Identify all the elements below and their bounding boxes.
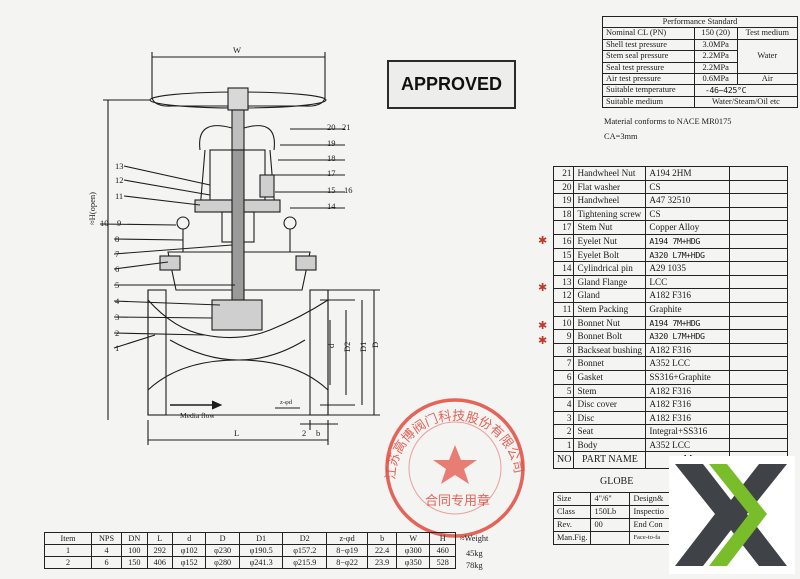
perf-label: Seal test pressure — [602, 61, 695, 75]
callout-5: 5 — [115, 280, 119, 290]
b-dim-label: b — [316, 428, 320, 438]
perf-label: Suitable medium — [602, 95, 695, 109]
callout-16: 16 — [344, 185, 353, 195]
two-label: 2 — [302, 428, 306, 438]
callout-1: 1 — [115, 343, 119, 353]
callout-20: 20 — [327, 122, 336, 132]
perf-value: 3.0MPa — [693, 38, 738, 52]
zd-label: z-φd — [280, 399, 293, 406]
star-mark: ✱ — [538, 282, 548, 294]
callout-17: 17 — [327, 168, 336, 178]
performance-table: Performance Standard Nominal CL (PN) 150… — [602, 15, 799, 109]
perf-label: Suitable temperature — [602, 84, 695, 97]
w-dim-label: W — [233, 45, 241, 55]
perf-value: -46~425°C — [693, 84, 799, 97]
dd-dim-label: D — [370, 342, 380, 348]
d-dim-label: d — [326, 343, 336, 348]
weight-value: 78kg — [466, 561, 483, 570]
callout-14: 14 — [327, 201, 336, 211]
callout-10: 10 — [100, 218, 109, 228]
callout-13: 13 — [115, 161, 124, 171]
perf-label: Air test pressure — [602, 73, 695, 86]
callout-15: 15 — [327, 185, 336, 195]
star-mark: ✱ — [538, 320, 548, 332]
d1-dim-label: D1 — [358, 342, 368, 352]
callout-6: 6 — [115, 264, 119, 274]
perf-value: 0.6MPa — [693, 73, 738, 86]
seal-inner-text: 合同专用章 — [425, 493, 490, 509]
callout-2: 2 — [115, 328, 119, 338]
x-logo-icon — [675, 464, 787, 566]
perf-medium: Air — [736, 73, 799, 86]
d2-dim-label: D2 — [342, 342, 352, 352]
perf-label: Nominal CL (PN) — [602, 27, 695, 40]
perf-medium: Water — [736, 38, 799, 75]
performance-title: Performance Standard — [602, 15, 798, 29]
callout-18: 18 — [327, 153, 336, 163]
ca-note: CA=3mm — [604, 132, 638, 141]
weight-value: 45kg — [466, 549, 483, 558]
callout-8: 8 — [115, 234, 119, 244]
company-seal: 江苏高博阀门科技股份有限公司 合同专用章 — [384, 398, 526, 538]
perf-value: 2.2MPa — [693, 61, 738, 75]
perf-value: 2.2MPa — [693, 50, 738, 63]
callout-7: 7 — [115, 249, 119, 259]
callout-3: 3 — [115, 312, 119, 322]
material-note: Material conforms to NACE MR0175 — [604, 117, 732, 126]
star-mark: ✱ — [538, 235, 548, 247]
approved-stamp: APPROVED — [387, 60, 516, 109]
perf-value: 150 (20) — [693, 27, 738, 40]
callout-11: 11 — [115, 191, 123, 201]
approved-label: APPROVED — [400, 74, 503, 94]
perf-value: Water/Steam/Oil etc — [693, 95, 799, 109]
perf-medium: Test medium — [736, 27, 799, 40]
perf-label: Shell test pressure — [602, 38, 695, 52]
info-title: GLOBE — [600, 476, 634, 487]
callout-19: 19 — [327, 138, 336, 148]
callout-4: 4 — [115, 296, 120, 306]
callout-12: 12 — [115, 175, 124, 185]
h-dim-label: ≈H(open) — [87, 192, 97, 225]
dimension-header: Item NPS DN L d D D1 D2 z-φd b W H — [44, 532, 456, 545]
media-flow-label: Media flow — [180, 411, 215, 420]
l-dim-label: L — [234, 428, 239, 438]
star-mark: ✱ — [538, 335, 548, 347]
callout-21: 21 — [342, 122, 351, 132]
perf-label: Stem seal pressure — [602, 50, 695, 63]
x-logo — [669, 456, 795, 574]
callout-9: 9 — [117, 218, 121, 228]
weight-label: ≈Weight — [460, 534, 489, 543]
